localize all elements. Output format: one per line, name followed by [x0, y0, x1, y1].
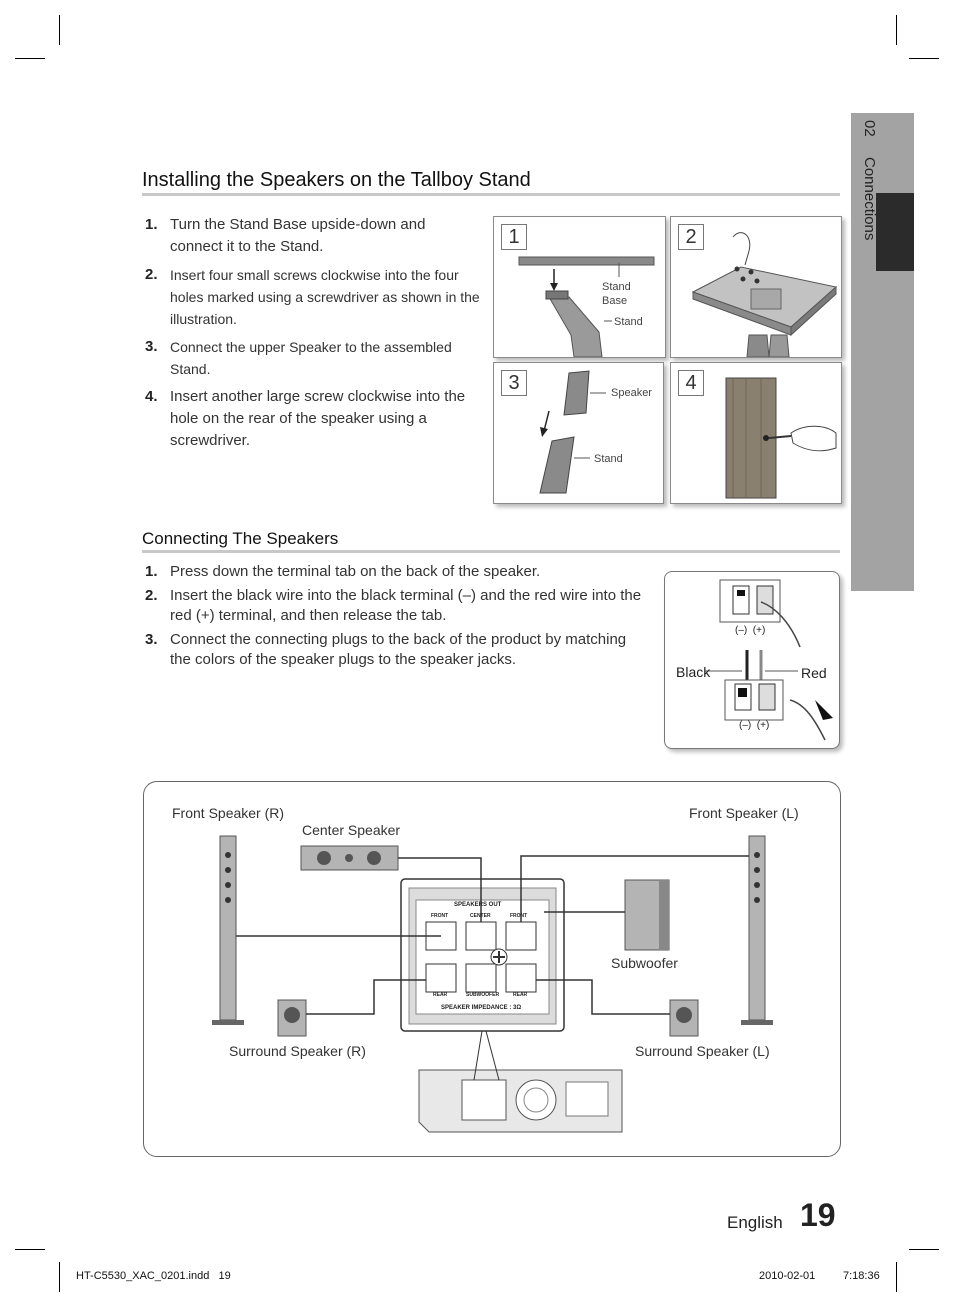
stand-base-illustration — [518, 256, 655, 357]
crop-mark — [15, 58, 45, 59]
label-front-speaker-l: Front Speaker (L) — [689, 805, 799, 821]
step-item: 1.Press down the terminal tab on the bac… — [145, 563, 541, 580]
step-item: 1.Turn the Stand Base upside-down and co… — [145, 216, 426, 255]
jack-label-front-l: FRONT — [510, 913, 528, 919]
step-item: 2.Insert the black wire into the black t… — [145, 587, 642, 624]
crop-mark — [896, 1262, 897, 1292]
page-number: 19 — [800, 1197, 836, 1233]
crop-mark — [59, 15, 60, 45]
illustration-panel-1: 1 Stand Base Stand — [493, 216, 666, 358]
rear-screw-illustration — [725, 377, 837, 499]
print-date: 2010-02-01 — [759, 1270, 816, 1282]
jack-label-rear-r: REAR — [433, 992, 448, 998]
jack-label-center: CENTER — [470, 913, 491, 919]
panel-number: 2 — [678, 224, 704, 250]
illustration-panel-4: 4 — [670, 362, 842, 504]
chapter-tab — [851, 113, 914, 591]
jack-panel-title: SPEAKERS OUT — [454, 902, 502, 908]
crop-mark — [15, 1249, 45, 1250]
speaker-on-stand-illustration — [539, 370, 606, 494]
jack-label-subwoofer: SUBWOOFER — [466, 992, 500, 998]
connection-diagram: Front Speaker (R) Center Speaker Front S… — [143, 781, 841, 1157]
label-red: Red — [801, 665, 827, 681]
jack-label-front-r: FRONT — [431, 913, 449, 919]
label-front-speaker-r: Front Speaker (R) — [172, 805, 285, 821]
chapter-title: Connections — [861, 156, 878, 241]
impedance-label: SPEAKER IMPEDANCE : 3Ω — [441, 1005, 522, 1011]
crop-mark — [909, 1249, 939, 1250]
section-heading-connecting: Connecting The Speakers — [142, 529, 339, 548]
print-time: 7:18:36 — [843, 1270, 880, 1282]
terminal-polarity-top: (–) (+) — [735, 625, 766, 636]
crop-mark — [909, 58, 939, 59]
label-surround-speaker-l: Surround Speaker (L) — [635, 1043, 770, 1059]
label-subwoofer: Subwoofer — [611, 955, 678, 971]
terminal-polarity-bottom: (–) (+) — [739, 720, 770, 731]
step-item: 3.Connect the connecting plugs to the ba… — [145, 631, 627, 668]
label-surround-speaker-r: Surround Speaker (R) — [229, 1043, 366, 1059]
tallboy-steps: 1.Turn the Stand Base upside-down and co… — [142, 214, 482, 452]
label-stand: Stand — [614, 316, 643, 328]
chapter-label: 02 Connections — [848, 120, 878, 320]
step-item: 2.Insert four small screws clockwise int… — [145, 266, 480, 327]
section-heading-tallboy: Installing the Speakers on the Tallboy S… — [142, 169, 531, 191]
panel-number: 1 — [501, 224, 527, 250]
terminal-illustration: (–) (+) (–) (+) Black Red — [664, 571, 840, 749]
terminal-drawing — [705, 579, 833, 741]
connecting-steps: 1.Press down the terminal tab on the bac… — [142, 562, 642, 670]
label-stand-base: Stand Base — [602, 281, 631, 307]
illustration-panel-3: 3 Speaker Stand — [493, 362, 664, 504]
screws-illustration — [691, 232, 838, 357]
chapter-number: 02 — [861, 120, 878, 137]
heading-rule — [142, 193, 840, 196]
step-item: 4.Insert another large screw clockwise i… — [145, 388, 466, 449]
crop-mark — [896, 15, 897, 45]
chapter-tab-marker — [876, 193, 914, 271]
connection-diagram-drawing — [212, 835, 773, 1133]
label-black: Black — [676, 664, 711, 680]
label-speaker: Speaker — [611, 387, 652, 399]
panel-number: 4 — [678, 370, 704, 396]
crop-mark — [59, 1262, 60, 1292]
jack-label-rear-l: REAR — [513, 992, 528, 998]
page-language: English — [727, 1213, 783, 1232]
label-stand: Stand — [594, 453, 623, 465]
print-file: HT-C5530_XAC_0201.indd 19 — [76, 1270, 231, 1282]
panel-number: 3 — [501, 370, 527, 396]
step-item: 3.Connect the upper Speaker to the assem… — [145, 338, 452, 377]
heading-rule — [142, 550, 840, 553]
illustration-panel-2: 2 — [670, 216, 842, 358]
label-center-speaker: Center Speaker — [302, 822, 401, 838]
